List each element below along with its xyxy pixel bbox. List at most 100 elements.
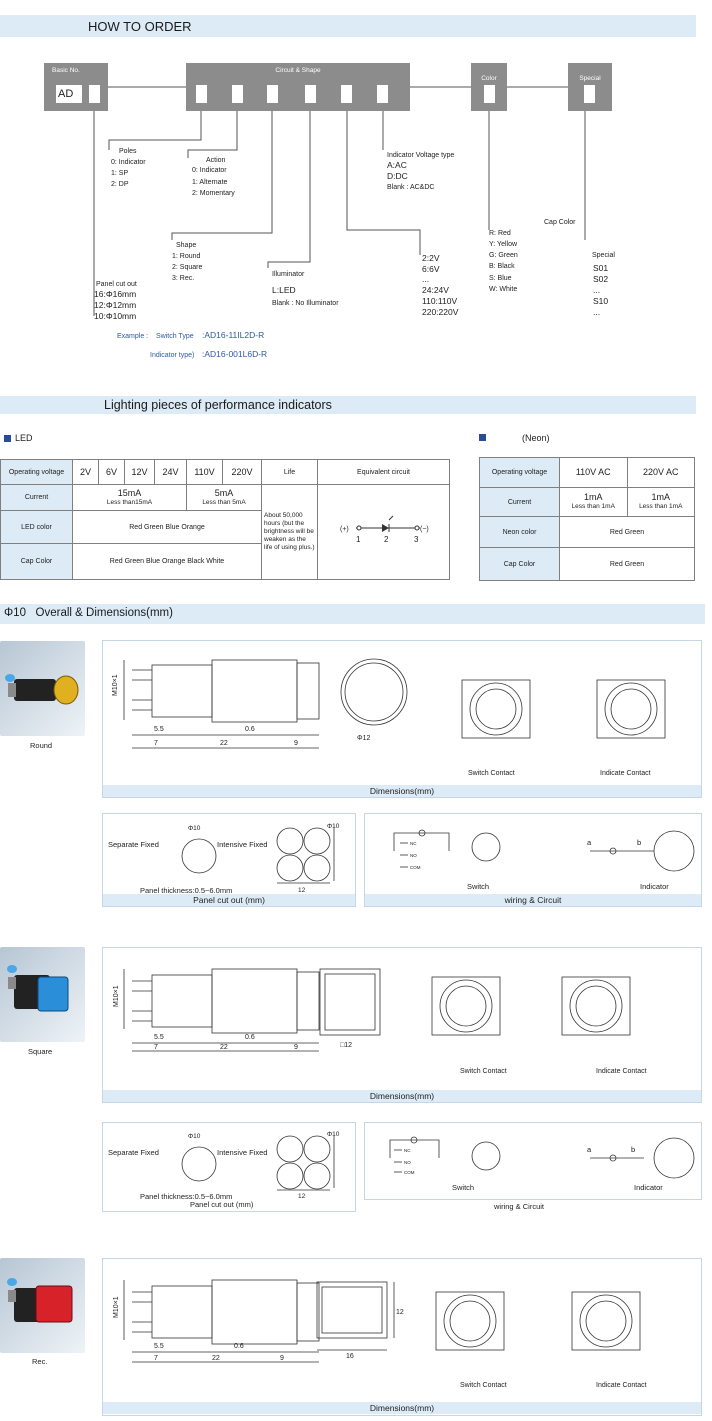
wiring-switch-round: Switch	[467, 882, 489, 891]
dimensions-title: Φ10 Overall & Dimensions(mm)	[4, 607, 173, 619]
basic-box: Basic No. AD	[44, 63, 108, 111]
led-op-voltage-label: Operating voltage	[0, 458, 73, 486]
led-v-0: 2V	[72, 458, 99, 486]
round-button-icon	[5, 674, 79, 705]
illuminator-title: Illuminator	[272, 271, 305, 278]
front-label-square: □12	[340, 1042, 352, 1049]
neon-color-label: Neon color	[479, 516, 560, 548]
indicator-type-code: :AD16-001L6D-R	[202, 349, 268, 359]
circuit-box: Circuit & Shape	[186, 63, 410, 111]
wiring-indicator-round: Indicator	[640, 882, 669, 891]
cut-separate-square: Separate Fixed	[108, 1148, 159, 1157]
color-box: Color	[471, 63, 507, 111]
led-current-label: Current	[0, 484, 73, 512]
how-to-order-band	[0, 15, 696, 37]
cut-phi-round: Φ10	[188, 825, 201, 832]
m-label-square: M10×1	[113, 985, 120, 1007]
cap-color-item-0: R: Red	[489, 230, 511, 237]
product-name-round: Round	[30, 741, 53, 750]
cut-phi2-round: Φ10	[327, 823, 340, 830]
product-photo-round	[0, 641, 85, 736]
neon-op-voltage-label: Operating voltage	[479, 457, 560, 488]
cutout-caption-round: Panel cut out (mm)	[103, 894, 355, 906]
dim-9-round: 9	[294, 740, 298, 747]
illuminator-item-0: L:LED	[272, 285, 296, 295]
basic-label: Basic No.	[52, 67, 80, 74]
circuit-label: Circuit & Shape	[275, 67, 321, 74]
dimension-drawing-rec: M10×1 5.5 0.6 7 22 9 16 12 Switch Contac…	[113, 1279, 647, 1389]
voltage-type-item-2: Blank : AC&DC	[387, 184, 435, 191]
cap-color-item-5: W: White	[489, 286, 518, 293]
voltage-type-title: Indicator Voltage type	[387, 152, 455, 159]
action-item-0: 0: Indicator	[192, 167, 227, 174]
circuit-num-1: 1	[356, 535, 361, 544]
dimension-caption-round: Dimensions(mm)	[103, 785, 701, 797]
shape-item-0: 1: Round	[172, 253, 201, 260]
wiring-no-round: NO	[410, 853, 417, 858]
wiring-b-round: b	[637, 838, 641, 847]
led-cap-color-label: Cap Color	[0, 542, 73, 581]
circuit-slot-4	[305, 85, 316, 103]
voltage-item-3: 24:24V	[422, 285, 449, 295]
cut-intensive-square: Intensive Fixed	[217, 1148, 267, 1157]
wiring-caption-round: wiring & Circuit	[365, 894, 701, 906]
special-title: Special	[592, 252, 615, 259]
voltage-type-item-1: D:DC	[387, 171, 408, 181]
cut-12-round: 12	[298, 887, 306, 894]
wiring-indicator-square: Indicator	[634, 1183, 663, 1192]
wiring-panel-square	[364, 1122, 702, 1200]
neon-color-value: Red Green	[559, 516, 695, 548]
circuit-slot-5	[341, 85, 352, 103]
circuit-minus: (−)	[420, 526, 429, 533]
neon-cap-color-label: Cap Color	[479, 547, 560, 581]
rec-button-icon	[7, 1278, 73, 1323]
m-label-round: M10×1	[112, 674, 119, 696]
poles-item-2: 2: DP	[111, 181, 129, 188]
wiring-switch-square: Switch	[452, 1183, 474, 1192]
shape-title: Shape	[176, 242, 197, 249]
dimensions-band	[0, 604, 705, 624]
circuit-slot-2	[232, 85, 243, 103]
cap-color-title: Cap Color	[544, 219, 576, 226]
special-label: Special	[579, 75, 601, 82]
shape-item-1: 2: Square	[172, 264, 203, 271]
circuit-plus: (+)	[340, 526, 349, 533]
cut-separate-round: Separate Fixed	[108, 840, 159, 849]
dim-22-square: 22	[220, 1044, 228, 1051]
action-item-2: 2: Momentary	[192, 190, 235, 197]
led-cap-color-value: Red Green Blue Orange Black White	[72, 542, 262, 581]
led-label: LED	[15, 433, 33, 443]
wiring-com-square: COM	[404, 1170, 415, 1175]
special-slot	[584, 85, 595, 103]
product-photo-rec	[0, 1258, 85, 1353]
cut-thickness-square: Panel thickness:0.5~6.0mm	[140, 1192, 232, 1201]
poles-item-1: 1: SP	[111, 170, 129, 177]
front-label-rec: 16	[346, 1353, 354, 1360]
cutout-drawing-square: Separate Fixed Intensive Fixed Φ10 Φ10 1…	[108, 1131, 340, 1201]
illuminator-item-1: Blank : No Illuminator	[272, 300, 339, 307]
neon-cap-color-value: Red Green	[559, 547, 695, 581]
voltage-item-5: 220:220V	[422, 307, 459, 317]
cap-color-item-2: G: Green	[489, 252, 518, 259]
led-color-label: LED color	[0, 510, 73, 544]
special-item-4: ...	[593, 307, 601, 317]
led-v-2: 12V	[124, 458, 155, 486]
dimension-caption-rec: Dimensions(mm)	[103, 1402, 701, 1414]
wiring-drawing-square: NC NO COM a b Switch Indicator	[389, 1136, 695, 1192]
cut-thickness-round: Panel thickness:0.5~6.0mm	[140, 886, 232, 895]
dim-7-square: 7	[154, 1044, 158, 1051]
circuit-slot-1	[196, 85, 207, 103]
action-item-1: 1: Alternate	[192, 179, 228, 186]
product-photo-square	[0, 947, 85, 1042]
switch-type-code: :AD16-11IL2D-R	[202, 330, 265, 340]
how-to-order-title: HOW TO ORDER	[88, 19, 192, 34]
cut-phi-square: Φ10	[188, 1133, 201, 1140]
voltage-type-item-0: A:AC	[387, 160, 407, 170]
special-item-0: S01	[593, 263, 609, 273]
dim-5-5-square: 5.5	[154, 1034, 164, 1041]
dim-9-square: 9	[294, 1044, 298, 1051]
led-bullet-icon	[4, 435, 11, 442]
dimension-drawing-round: M10×1 5.5 0.6 7 22 9 Φ12 Switch Contact …	[112, 658, 666, 777]
